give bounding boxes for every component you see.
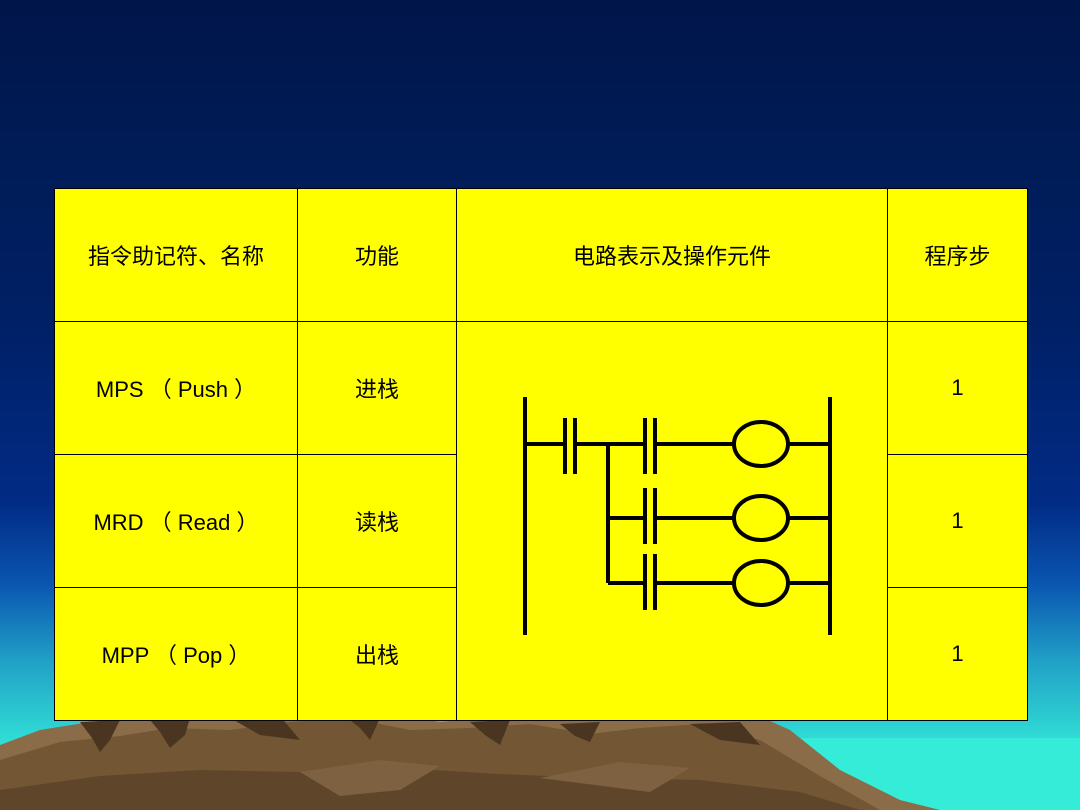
mnemonic-cell: MPP （ Pop ） [54, 587, 298, 721]
output-coil-2 [732, 494, 790, 542]
table-row: MRD （ Read ） 读栈 1 [54, 454, 1028, 588]
header-mnemonic: 指令助记符、名称 [54, 188, 298, 322]
table-row: MPS （ Push ） 进栈 [54, 321, 1028, 721]
output-coil-1 [732, 420, 790, 468]
steps-cell: 1 [887, 454, 1028, 588]
ladder-diagram-cell [456, 321, 888, 721]
header-steps: 程序步 [887, 188, 1028, 322]
function-cell: 出栈 [297, 587, 457, 721]
steps-cell: 1 [887, 587, 1028, 721]
instruction-table: 指令助记符、名称 功能 电路表示及操作元件 程序步 MPS （ Push ） 进… [54, 188, 1028, 721]
table-header-row: 指令助记符、名称 功能 电路表示及操作元件 程序步 [54, 188, 1028, 322]
function-cell: 进栈 [297, 321, 457, 455]
ladder-diagram [523, 397, 832, 635]
mnemonic-cell: MRD （ Read ） [54, 454, 298, 588]
steps-cell: 1 [887, 321, 1028, 455]
function-cell: 读栈 [297, 454, 457, 588]
mnemonic-cell: MPS （ Push ） [54, 321, 298, 455]
table-row: MPP （ Pop ） 出栈 1 [54, 587, 1028, 721]
output-coil-3 [732, 559, 790, 607]
header-function: 功能 [297, 188, 457, 322]
header-circuit: 电路表示及操作元件 [456, 188, 888, 322]
